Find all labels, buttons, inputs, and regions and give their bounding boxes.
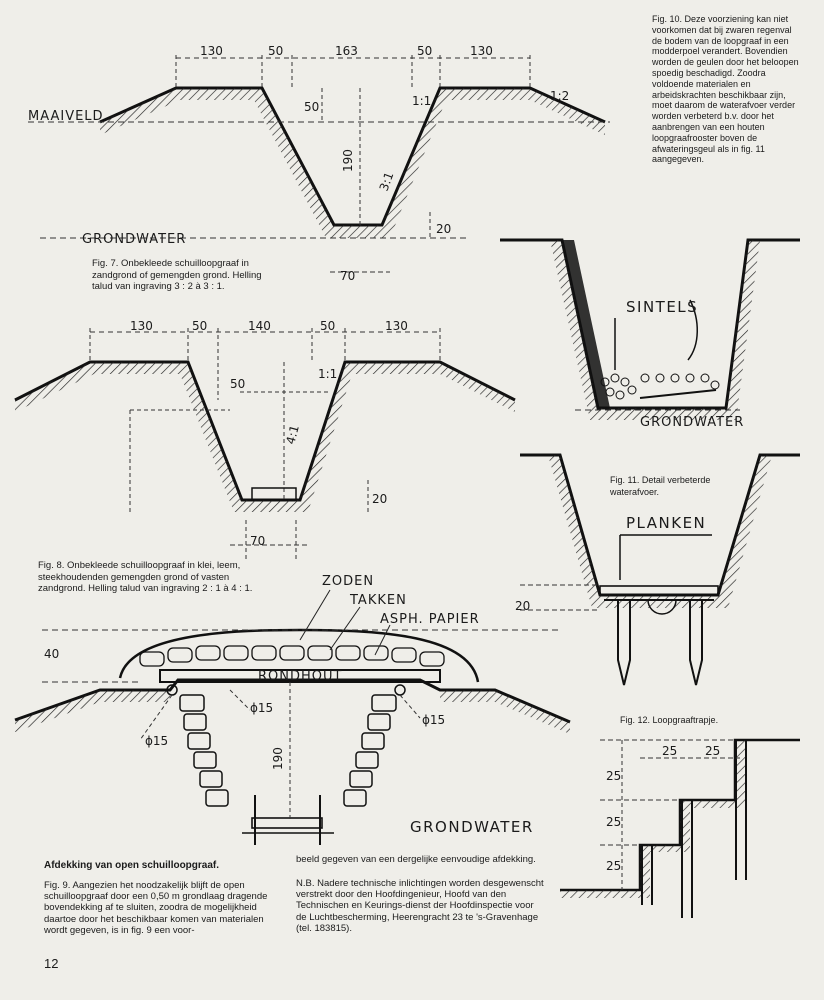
fig8-caption: Fig. 8. Onbekleede schuilloopgraaf in kl…	[38, 560, 253, 594]
fig12-caption: Fig. 12. Loopgraaftrapje.	[620, 715, 719, 725]
fig8-diagram: 130 50 140 50 130 50 20 70 1:1 4:1	[14, 319, 516, 560]
fig9-caption-right: beeld gegeven van een dergelijke eenvoud…	[296, 854, 536, 865]
fig7-dim-4: 50	[417, 44, 432, 58]
fig8-dim-8: 70	[250, 534, 265, 548]
fig8-slope-2: 4:1	[283, 423, 302, 445]
fig7-dim-6: 50	[304, 100, 319, 114]
fig9-label-zoden: ZODEN	[322, 574, 374, 589]
fig12-diagram: 25 25 25 25 25	[560, 738, 800, 918]
fig8-dim-2: 50	[192, 319, 207, 333]
fig7-dim-5: 130	[470, 44, 493, 58]
fig8-ground-profile	[14, 360, 516, 502]
fig8-slope-1: 1:1	[318, 367, 337, 381]
fig9-label-papier: ASPH. PAPIER	[380, 612, 480, 627]
fig8-dim-1: 130	[130, 319, 153, 333]
fig7-diagram: 130 50 163 50 130 50 190 20 70 1:2 1:1 3…	[28, 44, 610, 283]
fig12-dim-1: 25	[662, 744, 677, 758]
fig10-cinders	[600, 373, 720, 400]
fig7-dim-7: 190	[341, 149, 355, 172]
fig12-dim-4: 25	[606, 815, 621, 829]
fig10-label-sintels: SINTELS	[626, 298, 698, 316]
fig9-title: Afdekking van open schuilloopgraaf.	[44, 860, 220, 871]
fig12-dim-3: 25	[606, 769, 621, 783]
fig7-dim-9: 70	[340, 269, 355, 283]
fig12-dim-2: 25	[705, 744, 720, 758]
fig11-dim-20: 20	[515, 599, 530, 613]
fig12-dim-5: 25	[606, 859, 621, 873]
fig9-dim-phi15b: ϕ15	[145, 734, 168, 748]
fig8-dim-5: 130	[385, 319, 408, 333]
fig11-grate	[599, 585, 719, 596]
fig8-dim-4: 50	[320, 319, 335, 333]
fig9-dim-phi15a: ϕ15	[250, 701, 273, 715]
fig7-dim-8: 20	[436, 222, 451, 236]
fig8-hatch	[15, 362, 515, 512]
fig9-note: N.B. Nadere technische inlichtingen word…	[296, 878, 544, 934]
fig7-dim-3: 163	[335, 44, 358, 58]
fig8-dim-7: 20	[372, 492, 387, 506]
fig9-caption-left: Fig. 9. Aangezien het noodzakelijk blijf…	[44, 880, 268, 936]
fig7-slope-3: 3:1	[377, 170, 397, 193]
fig9-label-takken: TAKKEN	[349, 593, 407, 608]
page-number: 12	[44, 956, 59, 971]
fig9-rondhout-beam	[159, 669, 441, 683]
fig10-sketch: SINTELS GRONDWATER	[500, 238, 800, 430]
fig9-hatch	[15, 690, 570, 734]
fig8-dim-6: 50	[230, 377, 245, 391]
fig9-sods	[139, 645, 445, 667]
fig8-dim-3: 140	[248, 319, 271, 333]
fig7-caption: Fig. 7. Onbekleede schuilloopgraaf in za…	[92, 258, 262, 292]
fig7-maaiveld: MAAIVELD	[28, 109, 104, 124]
fig11-caption: Fig. 11. Detail verbeterde waterafvoer.	[610, 475, 711, 497]
fig9-mound	[118, 628, 480, 683]
fig7-slope-1: 1:2	[550, 89, 569, 103]
fig9-label-rondhout: RONDHOUT	[258, 669, 342, 684]
fig10-caption: Fig. 10. Deze voorziening kan niet voork…	[652, 14, 799, 165]
fig9-stone-walls	[179, 694, 397, 807]
fig11-label-planken: PLANKEN	[626, 514, 706, 532]
fig9-diagram: ZODEN TAKKEN ASPH. PAPIER RONDHOUT GROND…	[14, 574, 571, 845]
fig10-label-grondwater: GRONDWATER	[640, 415, 744, 430]
fig7-hatch	[100, 88, 605, 238]
fig9-dim-190: 190	[271, 747, 285, 770]
fig9-label-grondwater: GRONDWATER	[410, 818, 534, 836]
fig9-dim-phi15c: ϕ15	[422, 713, 445, 727]
fig7-dim-1: 130	[200, 44, 223, 58]
fig7-dim-2: 50	[268, 44, 283, 58]
fig7-grondwater: GRONDWATER	[82, 232, 186, 247]
fig7-slope-2: 1:1	[412, 94, 431, 108]
fig9-dim-40: 40	[44, 647, 59, 661]
fig11-diagram: PLANKEN 20	[515, 453, 800, 686]
